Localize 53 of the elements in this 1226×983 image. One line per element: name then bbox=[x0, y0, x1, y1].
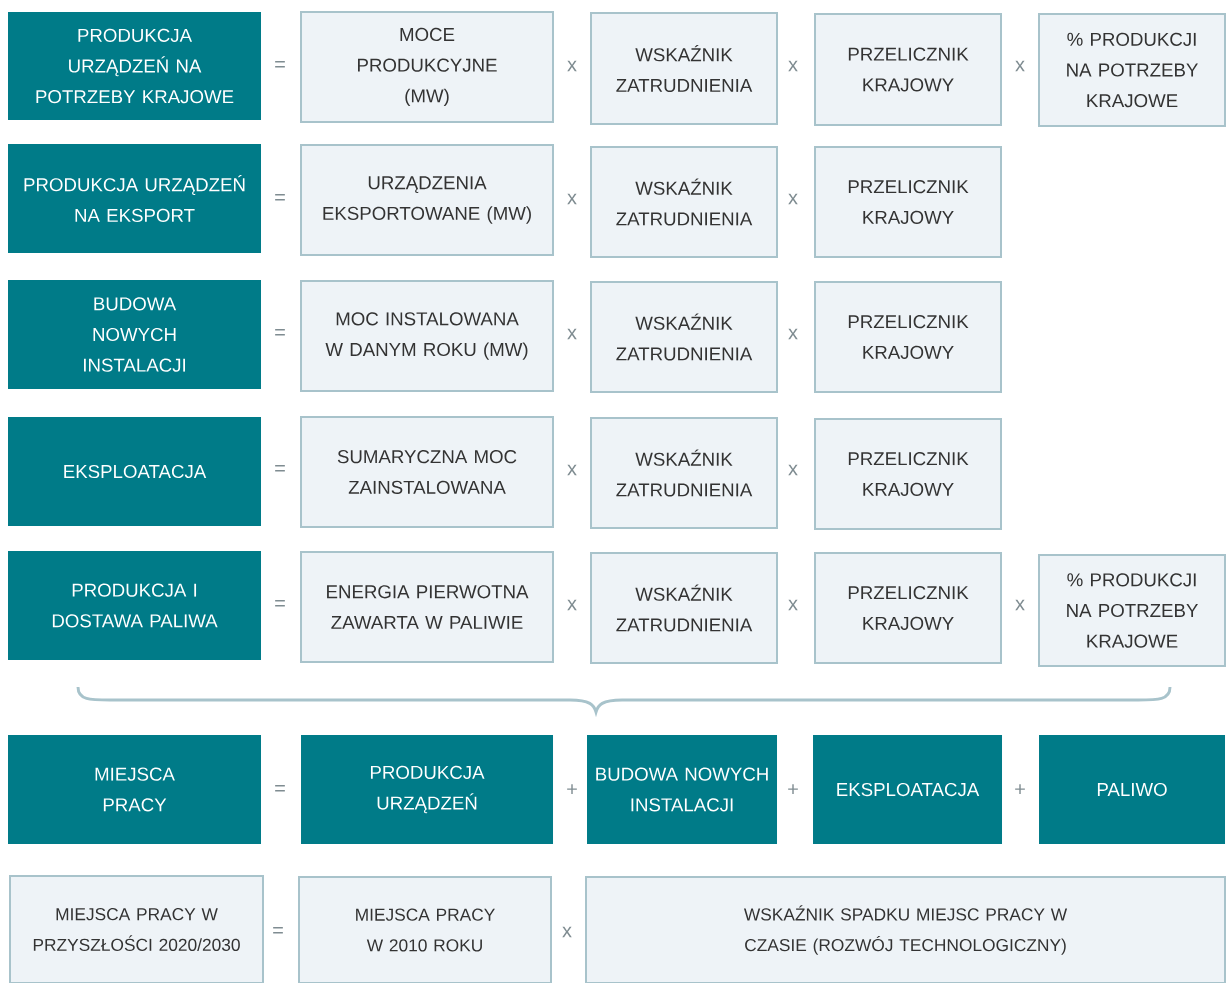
factor-box: MOCE PRODUKCYJNE (MW) bbox=[300, 11, 554, 123]
result-box: EKSPLOATACJA bbox=[8, 417, 261, 526]
factor-box: SUMARYCZNA MOC ZAINSTALOWANA bbox=[300, 416, 554, 528]
operator: x bbox=[567, 193, 577, 205]
operator: = bbox=[275, 61, 285, 68]
operator: x bbox=[788, 464, 798, 476]
factor-box: PRZELICZNIK KRAJOWY bbox=[814, 281, 1002, 393]
factor-box: URZĄDZENIA EKSPORTOWANE (MW) bbox=[300, 144, 554, 256]
factor-box: WSKAŹNIK ZATRUDNIENIA bbox=[590, 146, 778, 258]
operator: x bbox=[1015, 60, 1025, 72]
operator: + bbox=[1015, 784, 1025, 795]
operator: x bbox=[788, 193, 798, 205]
operator: = bbox=[275, 329, 285, 336]
factor-box: % PRODUKCJI NA POTRZEBY KRAJOWE bbox=[1038, 13, 1226, 127]
factor-box: WSKAŹNIK ZATRUDNIENIA bbox=[590, 552, 778, 664]
factor-box: WSKAŹNIK ZATRUDNIENIA bbox=[590, 417, 778, 529]
result-box: PRODUKCJA URZĄDZEŃ bbox=[301, 735, 553, 844]
operator: x bbox=[567, 60, 577, 72]
factor-box: MOC INSTALOWANA W DANYM ROKU (MW) bbox=[300, 280, 554, 392]
operator: x bbox=[567, 464, 577, 476]
result-box: BUDOWA NOWYCH INSTALACJI bbox=[8, 280, 261, 389]
operator: = bbox=[275, 600, 285, 607]
operator: x bbox=[562, 926, 572, 938]
result-box: PRODUKCJA URZĄDZEŃ NA EKSPORT bbox=[8, 144, 261, 253]
result-box: BUDOWA NOWYCH INSTALACJI bbox=[587, 735, 777, 844]
result-box: PALIWO bbox=[1039, 735, 1225, 844]
result-box: MIEJSCA PRACY bbox=[8, 735, 261, 844]
factor-box: ENERGIA PIERWOTNA ZAWARTA W PALIWIE bbox=[300, 551, 554, 663]
operator: x bbox=[1015, 599, 1025, 611]
operator: x bbox=[567, 328, 577, 340]
operator: = bbox=[275, 785, 285, 792]
operator: = bbox=[273, 927, 283, 934]
factor-box: % PRODUKCJI NA POTRZEBY KRAJOWE bbox=[1038, 554, 1226, 667]
factor-box: PRZELICZNIK KRAJOWY bbox=[814, 146, 1002, 258]
result-box: PRODUKCJA URZĄDZEŃ NA POTRZEBY KRAJOWE bbox=[8, 12, 261, 120]
operator: = bbox=[275, 465, 285, 472]
result-box: EKSPLOATACJA bbox=[813, 735, 1002, 844]
operator: + bbox=[788, 784, 798, 795]
factor-box: WSKAŹNIK SPADKU MIEJSC PRACY W CZASIE (ROZWÓJ TECHNOLOGICZNY) bbox=[585, 876, 1226, 983]
operator: = bbox=[275, 194, 285, 201]
factor-box: PRZELICZNIK KRAJOWY bbox=[814, 418, 1002, 530]
factor-box: WSKAŹNIK ZATRUDNIENIA bbox=[590, 281, 778, 393]
factor-box: WSKAŹNIK ZATRUDNIENIA bbox=[590, 12, 778, 125]
factor-box: PRZELICZNIK KRAJOWY bbox=[814, 552, 1002, 664]
factor-box: PRZELICZNIK KRAJOWY bbox=[814, 13, 1002, 126]
factor-box: MIEJSCA PRACY W PRZYSZŁOŚCI 2020/2030 bbox=[9, 875, 264, 983]
result-box: PRODUKCJA I DOSTAWA PALIWA bbox=[8, 551, 261, 660]
operator: x bbox=[788, 599, 798, 611]
operator: x bbox=[567, 599, 577, 611]
operator: x bbox=[788, 328, 798, 340]
operator: x bbox=[788, 60, 798, 72]
factor-box: MIEJSCA PRACY W 2010 ROKU bbox=[298, 876, 552, 983]
operator: + bbox=[567, 784, 577, 795]
